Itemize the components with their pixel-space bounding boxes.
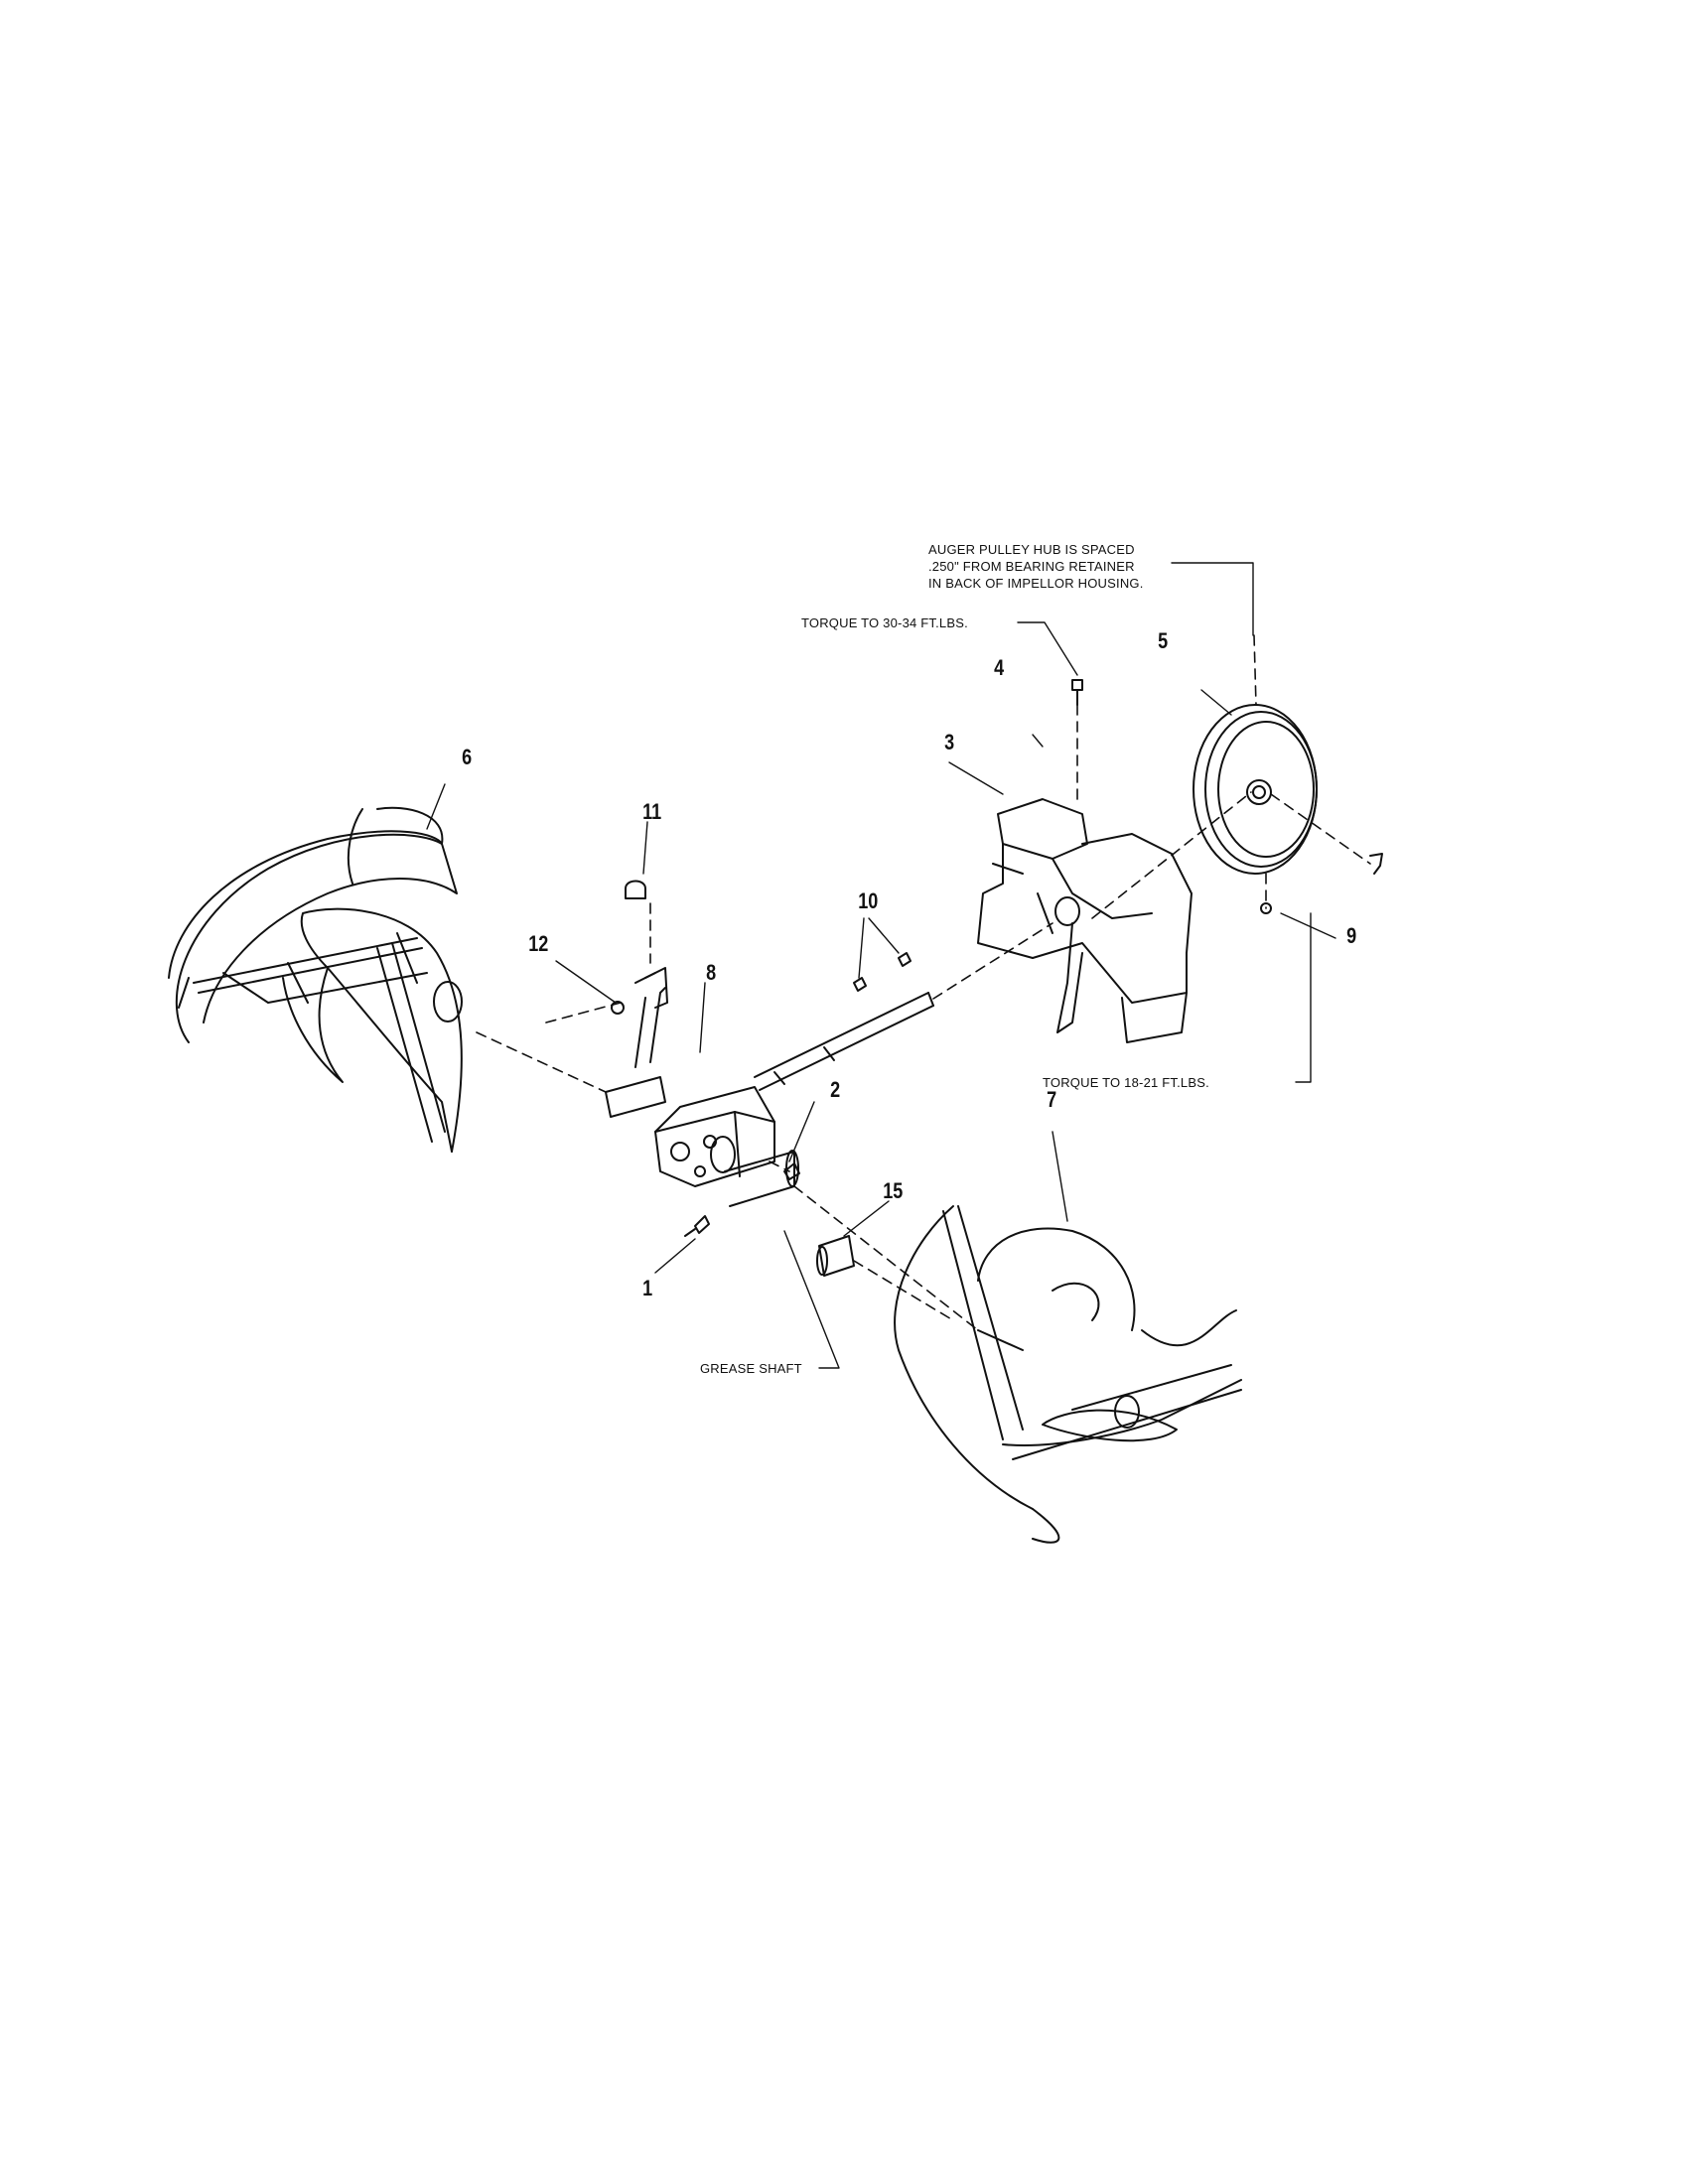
impeller-housing-part (977, 798, 1193, 1043)
pulley-hub-note-line: .250" FROM BEARING RETAINER (928, 559, 1135, 574)
pulley-part (1193, 704, 1318, 875)
callout-7: 7 (1047, 1087, 1057, 1112)
torque-note-top: TORQUE TO 30-34 FT.LBS. (801, 615, 968, 630)
key-10a-part (853, 977, 867, 992)
bolt-4-part (1071, 679, 1083, 706)
callout-15: 15 (883, 1178, 904, 1203)
drive-shaft-part (754, 992, 934, 1091)
callout-4: 4 (994, 655, 1005, 680)
callout-5: 5 (1158, 628, 1169, 653)
pulley-hub-note-line: IN BACK OF IMPELLOR HOUSING. (928, 576, 1144, 591)
key-10b-part (898, 952, 912, 967)
auger-left-part (168, 806, 463, 1153)
pulley-hub-note: AUGER PULLEY HUB IS SPACED .250" FROM BE… (928, 541, 1144, 592)
callout-10: 10 (858, 888, 879, 913)
callout-8: 8 (706, 960, 717, 985)
bolt-1-part (684, 1215, 710, 1237)
key-2-part (783, 1162, 800, 1180)
torque-note-bottom: TORQUE TO 18-21 FT.LBS. (1043, 1075, 1209, 1090)
callout-2: 2 (830, 1077, 841, 1102)
callout-1: 1 (642, 1276, 653, 1300)
auger-right-part (894, 1205, 1242, 1544)
screw-9-part (1369, 853, 1383, 875)
callout-9: 9 (1346, 923, 1357, 948)
nut-12-part (611, 1001, 625, 1015)
callout-6: 6 (462, 745, 473, 769)
callout-12: 12 (528, 931, 549, 956)
bolt-11-part (625, 880, 646, 899)
bushing-15-part (818, 1235, 855, 1277)
grease-shaft-note: GREASE SHAFT (700, 1361, 802, 1376)
nut-9-part (1260, 902, 1272, 914)
pulley-hub-note-line: AUGER PULLEY HUB IS SPACED (928, 542, 1135, 557)
callout-3: 3 (944, 730, 955, 754)
gearbox-part (605, 967, 799, 1207)
callout-11: 11 (642, 799, 662, 824)
